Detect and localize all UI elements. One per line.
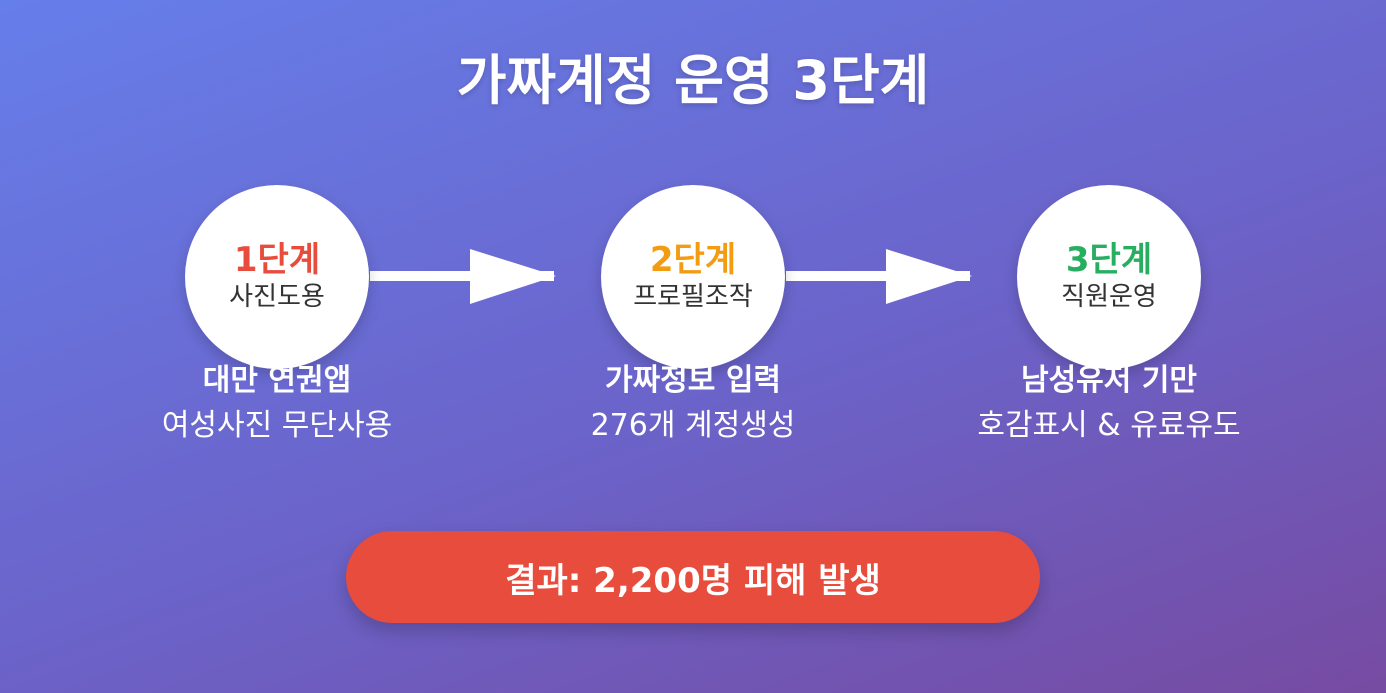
step-desc-sub: 276개 계정생성 bbox=[590, 408, 796, 443]
step-name: 프로필조작 bbox=[633, 282, 753, 312]
step-desc-sub: 호감표시 & 유료유도 bbox=[977, 408, 1241, 443]
step-desc-title: 남성유저 기만 bbox=[1020, 363, 1198, 398]
step-number: 2단계 bbox=[649, 240, 737, 280]
step-desc-title: 가짜정보 입력 bbox=[604, 363, 782, 398]
step-description-1: 대만 연권앱 여성사진 무단사용 bbox=[67, 360, 487, 450]
arrow-2-to-3 bbox=[786, 249, 972, 304]
step-number: 3단계 bbox=[1065, 240, 1153, 280]
result-banner: 결과: 2,200명 피해 발생 bbox=[346, 531, 1040, 623]
arrow-1-to-2 bbox=[370, 249, 556, 304]
step-description-2: 가짜정보 입력 276개 계정생성 bbox=[483, 360, 903, 450]
step-circle-2: 2단계 프로필조작 bbox=[601, 185, 785, 369]
step-name: 직원운영 bbox=[1061, 282, 1157, 312]
step-number: 1단계 bbox=[233, 240, 321, 280]
page-title: 가짜계정 운영 3단계 bbox=[456, 49, 930, 112]
step-circle-1: 1단계 사진도용 bbox=[185, 185, 369, 369]
step-name: 사진도용 bbox=[229, 282, 325, 312]
step-desc-sub: 여성사진 무단사용 bbox=[161, 408, 393, 443]
step-desc-title: 대만 연권앱 bbox=[202, 363, 352, 398]
step-circle-3: 3단계 직원운영 bbox=[1017, 185, 1201, 369]
step-description-3: 남성유저 기만 호감표시 & 유료유도 bbox=[899, 360, 1319, 450]
